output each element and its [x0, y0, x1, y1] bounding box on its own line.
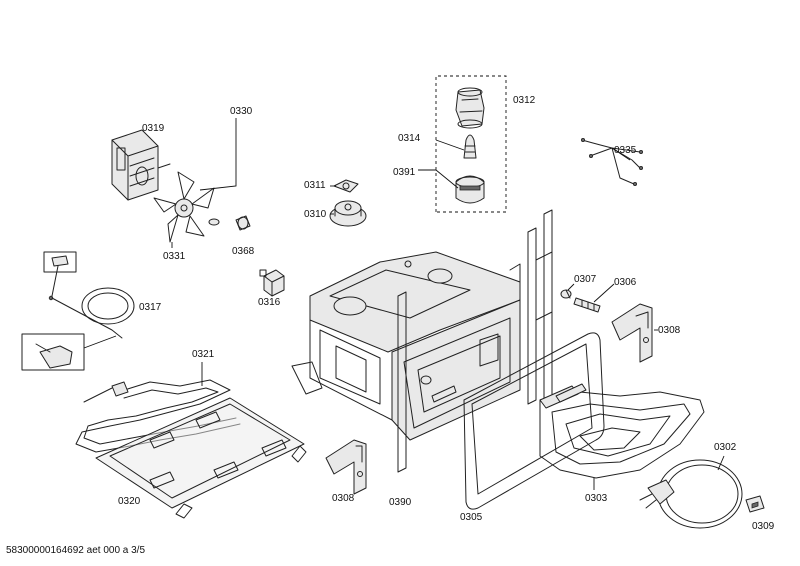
part-0308-side-bracket-left[interactable] — [325, 439, 367, 495]
part-0310-fan-cover[interactable] — [329, 200, 367, 227]
label-0320: 0320 — [118, 496, 141, 507]
part-0303-grill-element[interactable] — [539, 383, 705, 490]
label-0310: 0310 — [304, 209, 327, 220]
part-0317-sensor-cable[interactable] — [21, 251, 135, 371]
label-0331: 0331 — [163, 251, 186, 262]
label-0317: 0317 — [139, 302, 162, 313]
lamp-assembly-group — [418, 75, 507, 213]
part-0331-fan-blade[interactable] — [153, 171, 220, 248]
label-0305: 0305 — [460, 512, 483, 523]
part-0316-connector[interactable] — [259, 269, 285, 297]
part-0308-side-bracket-right[interactable] — [611, 303, 653, 363]
label-0309: 0309 — [752, 521, 775, 532]
label-0312: 0312 — [513, 95, 536, 106]
part-0302-ring-heating-element[interactable] — [639, 455, 743, 529]
part-0391-lamp-socket[interactable] — [455, 175, 485, 204]
label-0314: 0314 — [398, 133, 421, 144]
label-0330: 0330 — [230, 106, 253, 117]
footer-document-id: 58300000164692 aet 000 a 3/5 — [6, 545, 145, 556]
label-0368: 0368 — [232, 246, 255, 257]
part-0390-oven-cavity[interactable] — [291, 209, 553, 473]
part-0307-screw[interactable] — [560, 289, 572, 299]
leader-0330 — [199, 118, 237, 191]
part-0306-bolt[interactable] — [573, 297, 601, 313]
part-0368-fan-nut[interactable] — [235, 215, 251, 231]
label-0390: 0390 — [389, 497, 412, 508]
part-0309-clip[interactable] — [745, 495, 765, 513]
part-0319-fan-motor[interactable] — [111, 129, 171, 201]
label-0311: 0311 — [304, 180, 326, 191]
label-0302: 0302 — [714, 442, 737, 453]
label-0321: 0321 — [192, 349, 215, 360]
part-0335-wire-harness[interactable] — [581, 137, 644, 186]
part-0314-lamp-bulb[interactable] — [463, 134, 477, 159]
part-0311-fan-nut-bracket[interactable] — [333, 179, 359, 193]
label-0335: 0335 — [614, 145, 637, 156]
part-0312-lamp-cover[interactable] — [455, 87, 485, 129]
label-0319: 0319 — [142, 123, 165, 134]
part-0320-heater-cover-tray[interactable] — [95, 397, 307, 519]
label-0303: 0303 — [585, 493, 608, 504]
lamp-assembly-dashed-frame — [435, 75, 507, 213]
part-0305-door-frame[interactable] — [463, 332, 605, 510]
label-0308-right: 0308 — [658, 325, 681, 336]
label-0306: 0306 — [614, 277, 637, 288]
label-0307: 0307 — [574, 274, 597, 285]
label-0316: 0316 — [258, 297, 281, 308]
label-0391: 0391 — [393, 167, 416, 178]
label-0308-left: 0308 — [332, 493, 355, 504]
